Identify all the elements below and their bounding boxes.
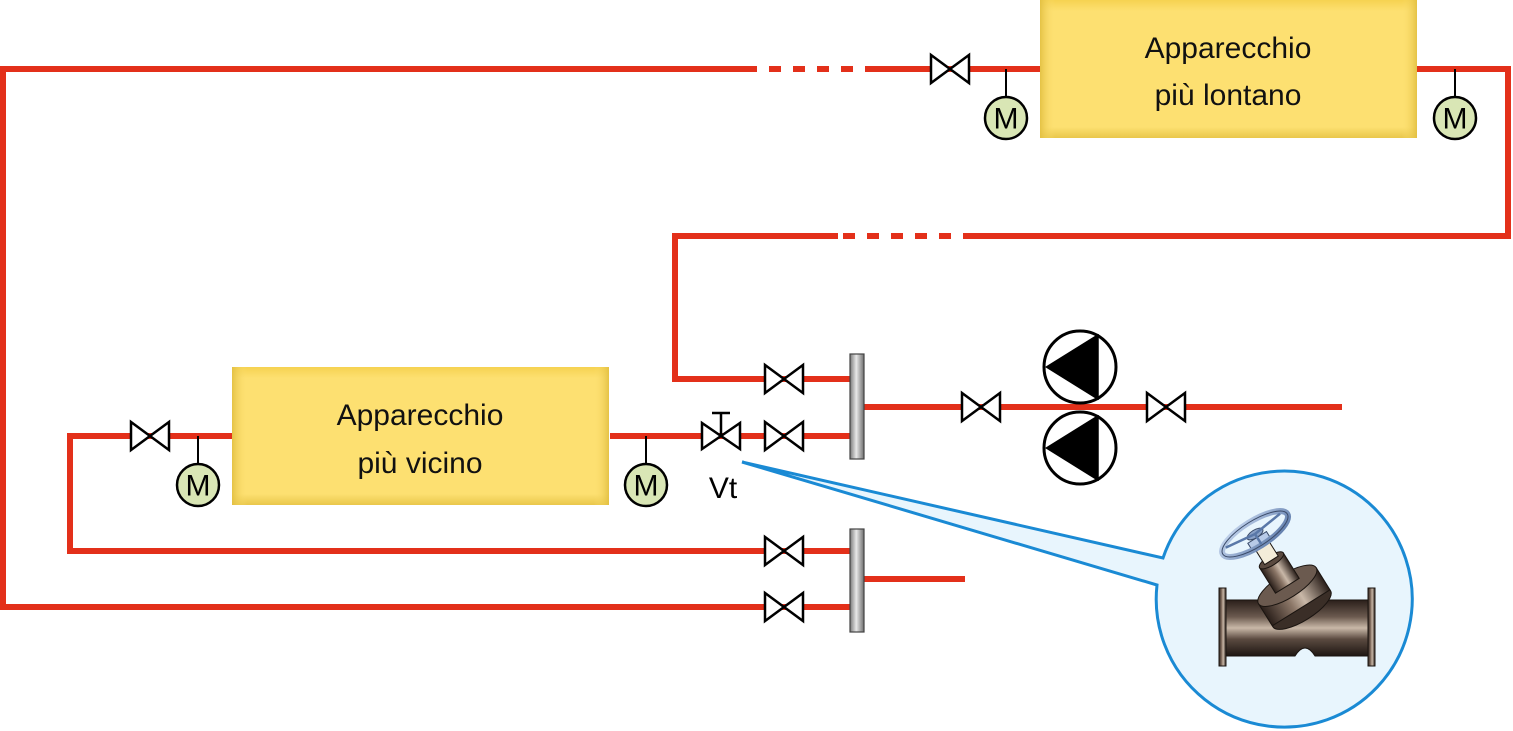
gauge-near-out: M [623,436,669,508]
gauge-symbol: M [634,470,659,503]
pressure-gauge-icon [175,462,221,508]
pressure-gauge-icon [983,95,1029,141]
valve-near-loop-manifold-icon[interactable] [763,534,805,568]
gauge-symbol: M [186,470,211,503]
pump-upper-icon [1042,329,1118,405]
pressure-gauge-icon [1432,95,1478,141]
pipe-supply-to-manifold [672,233,852,382]
gauge-far-out: M [1432,69,1478,141]
device-far-label-line1: Apparecchio [1145,32,1312,65]
valve-near-inlet-icon[interactable] [129,419,171,453]
valve-supply-manifold-icon[interactable] [763,362,805,396]
valve-pump-inlet-icon[interactable] [960,390,1002,424]
upper-manifold [849,353,865,460]
device-near-label-line1: Apparecchio [337,399,504,432]
balancing-valve-illustration [1218,508,1376,667]
pipe-outer-return [0,66,770,610]
gauge-symbol: M [1443,103,1468,136]
shutoff-valves [129,52,1187,624]
balancing-valve-label: Vt [709,472,738,505]
device-far: Apparecchio più lontano [1040,0,1417,138]
valve-far-inlet-icon[interactable] [929,52,971,86]
valve-detail-callout [741,460,1414,729]
gauge-symbol: M [994,103,1019,136]
balancing-valve-vt[interactable]: Vt [700,411,742,505]
pressure-gauge-icon [623,462,669,508]
device-near-label-line2: più vicino [357,447,482,480]
gauge-near-in: M [175,436,221,508]
device-near: Apparecchio più vicino [232,367,609,505]
gauge-far-in: M [983,69,1029,141]
pipe-far-device-return [975,66,1511,239]
pump-lower-icon [1042,410,1118,486]
valve-outer-return-manifold-icon[interactable] [763,590,805,624]
valve-near-return-manifold-icon[interactable] [763,419,805,453]
valve-pump-outlet-icon[interactable] [1145,390,1187,424]
lower-manifold [849,528,865,633]
twin-pump [1042,329,1118,486]
device-far-label-line2: più lontano [1155,79,1302,112]
pressure-gauges: M M M M [175,69,1478,508]
